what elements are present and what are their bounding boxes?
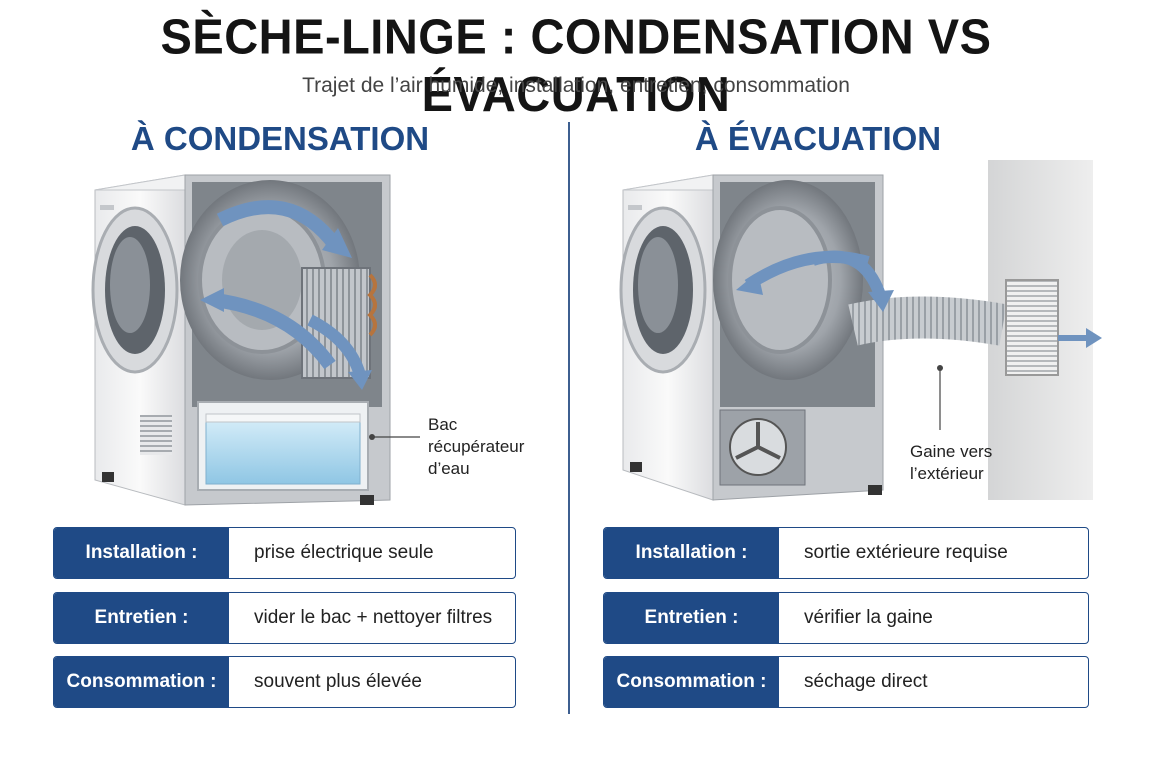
condenser-dryer-illustration <box>91 174 420 506</box>
row-label: Consommation : <box>54 657 229 707</box>
row-value: prise électrique seule <box>254 542 434 563</box>
heading-evacuation: À ÉVACUATION <box>694 120 942 157</box>
right-row-installation: Installation : sortie extérieure requise <box>603 527 1089 579</box>
row-value: vider le bac + nettoyer filtres <box>254 607 493 628</box>
row-label: Entretien : <box>604 593 779 643</box>
column-divider <box>568 122 570 714</box>
row-value: souvent plus élevée <box>254 671 422 692</box>
page-title: SÈCHE-LINGE : CONDENSATION VS ÉVACUATION <box>160 8 992 122</box>
left-row-consommation: Consommation : souvent plus élevée <box>53 656 516 708</box>
row-label: Entretien : <box>54 593 229 643</box>
page-subtitle: Trajet de l’air humide, installation, en… <box>302 74 850 97</box>
callout-water-tank: Bac récupérateur d’eau <box>428 415 525 478</box>
row-label: Installation : <box>604 528 779 578</box>
row-label: Installation : <box>54 528 229 578</box>
row-value: vérifier la gaine <box>804 607 933 628</box>
row-value: séchage direct <box>804 671 928 692</box>
callout-duct: Gaine vers l’extérieur <box>910 442 993 483</box>
left-row-entretien: Entretien : vider le bac + nettoyer filt… <box>53 592 516 644</box>
vented-dryer-illustration <box>619 160 1102 501</box>
row-value: sortie extérieure requise <box>804 542 1008 563</box>
heading-condensation: À CONDENSATION <box>130 120 430 157</box>
right-row-consommation: Consommation : séchage direct <box>603 656 1089 708</box>
right-row-entretien: Entretien : vérifier la gaine <box>603 592 1089 644</box>
row-label: Consommation : <box>604 657 779 707</box>
left-row-installation: Installation : prise électrique seule <box>53 527 516 579</box>
